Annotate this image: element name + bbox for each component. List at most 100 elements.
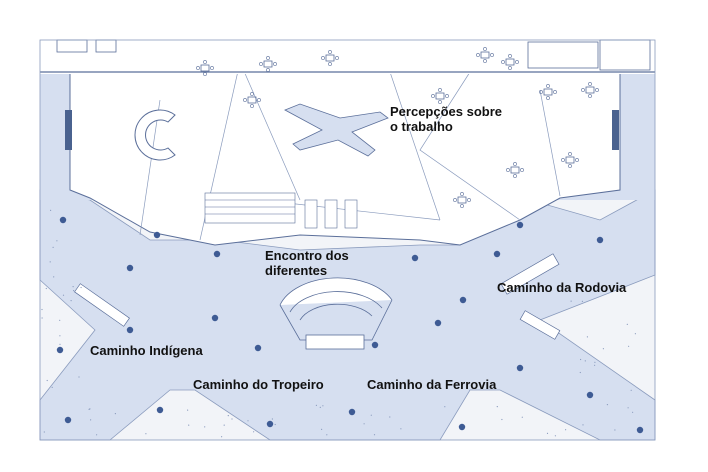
tree-icon — [126, 326, 134, 334]
tree-icon — [156, 406, 164, 414]
table-chair-icon — [581, 82, 599, 98]
ground-speckle — [627, 407, 629, 409]
ground-speckle — [565, 429, 567, 431]
table-chair-icon — [431, 88, 449, 104]
ground-speckle — [274, 423, 276, 426]
tree-icon — [516, 221, 524, 229]
east-wall-panel — [612, 110, 619, 150]
ground-speckle — [271, 418, 273, 420]
ground-speckle — [602, 348, 605, 350]
tree-icon — [636, 426, 644, 434]
ground-speckle — [204, 426, 206, 428]
ground-speckle — [56, 240, 58, 242]
ground-speckle — [400, 428, 402, 430]
ground-speckle — [78, 376, 80, 378]
ground-speckle — [145, 433, 147, 435]
x-shaped-bench — [284, 103, 389, 157]
plan-frame — [39, 39, 656, 441]
ground-speckles — [41, 209, 637, 438]
table-chair-icon — [243, 92, 261, 108]
ground-speckle — [41, 308, 43, 311]
ground-speckle — [594, 364, 596, 366]
walkways — [74, 253, 561, 340]
table-chair-icon — [501, 54, 519, 70]
tree-icon — [266, 420, 274, 428]
ground-speckle — [114, 413, 116, 415]
ground-speckle — [45, 287, 47, 290]
top-right-furniture-block — [527, 41, 599, 69]
ground-speckle — [586, 336, 589, 338]
ground-speckle — [59, 319, 61, 321]
ground-speckle — [496, 406, 498, 408]
ground-speckle — [581, 300, 584, 302]
label-indigena: Caminho Indígena — [90, 343, 203, 358]
label-ferrovia: Caminho da Ferrovia — [367, 377, 497, 392]
table-chair-icon — [321, 50, 339, 66]
ground-speckle — [315, 404, 317, 406]
tree-icon — [211, 314, 219, 322]
label-encontro: Encontro dos diferentes — [265, 248, 349, 278]
ground-speckle — [580, 358, 582, 361]
tree-icon — [59, 216, 67, 224]
tree-icon — [371, 341, 379, 349]
tree-symbols — [56, 216, 644, 434]
tree-icon — [153, 231, 161, 239]
tree-icon — [459, 296, 467, 304]
staircase — [204, 192, 358, 229]
tree-icon — [458, 423, 466, 431]
ground-speckle — [554, 435, 557, 437]
ground-speckle — [389, 416, 391, 418]
ground-speckle — [326, 434, 328, 436]
tree-icon — [126, 264, 134, 272]
tree-icon — [596, 236, 604, 244]
ground-speckle — [322, 405, 324, 407]
ground-speckle — [187, 409, 189, 411]
tree-icon — [586, 391, 594, 399]
table-chair-icon — [259, 56, 277, 72]
ground-speckle — [444, 406, 446, 408]
ground-speckle — [373, 434, 376, 436]
ground-speckle — [59, 343, 61, 345]
tree-icon — [56, 346, 64, 354]
ground-speckle — [632, 411, 634, 413]
tree-icon — [348, 408, 356, 416]
ground-speckle — [614, 429, 616, 431]
ground-speckle — [227, 415, 229, 417]
ground-speckle — [579, 371, 581, 374]
ground-speckle — [188, 424, 190, 426]
ground-speckle — [62, 294, 65, 296]
west-wall-panel — [65, 110, 72, 150]
ground-speckle — [49, 261, 51, 263]
ground-speckle — [59, 335, 61, 337]
ground-speckle — [80, 286, 82, 289]
ground-speckle — [88, 408, 90, 410]
label-tropeiro: Caminho do Tropeiro — [193, 377, 324, 392]
ground-speckle — [606, 404, 609, 406]
ground-speckle — [501, 418, 503, 421]
tree-icon — [254, 344, 262, 352]
tree-icon — [516, 364, 524, 372]
ground-speckle — [41, 317, 43, 319]
ground-speckle — [626, 323, 628, 325]
tree-icon — [64, 416, 72, 424]
ground-speckle — [221, 436, 223, 438]
ground-speckle — [52, 246, 54, 248]
top-strip — [40, 40, 655, 74]
ground-speckle — [521, 416, 523, 418]
tree-icon — [493, 250, 501, 258]
ground-speckle — [546, 432, 549, 434]
tree-icon — [213, 250, 221, 258]
label-rodovia: Caminho da Rodovia — [497, 280, 627, 295]
ground-speckle — [53, 276, 55, 278]
ground-speckle — [90, 419, 92, 421]
ground-speckle — [96, 434, 98, 436]
table-chair-icon — [561, 152, 579, 168]
c-shaped-seat — [134, 109, 176, 161]
ground-speckle — [73, 290, 75, 292]
tree-icon — [411, 254, 419, 262]
table-chair-icon — [476, 47, 494, 63]
tree-icon — [434, 319, 442, 327]
ground-speckle — [582, 424, 584, 426]
ground-speckle — [370, 414, 372, 416]
